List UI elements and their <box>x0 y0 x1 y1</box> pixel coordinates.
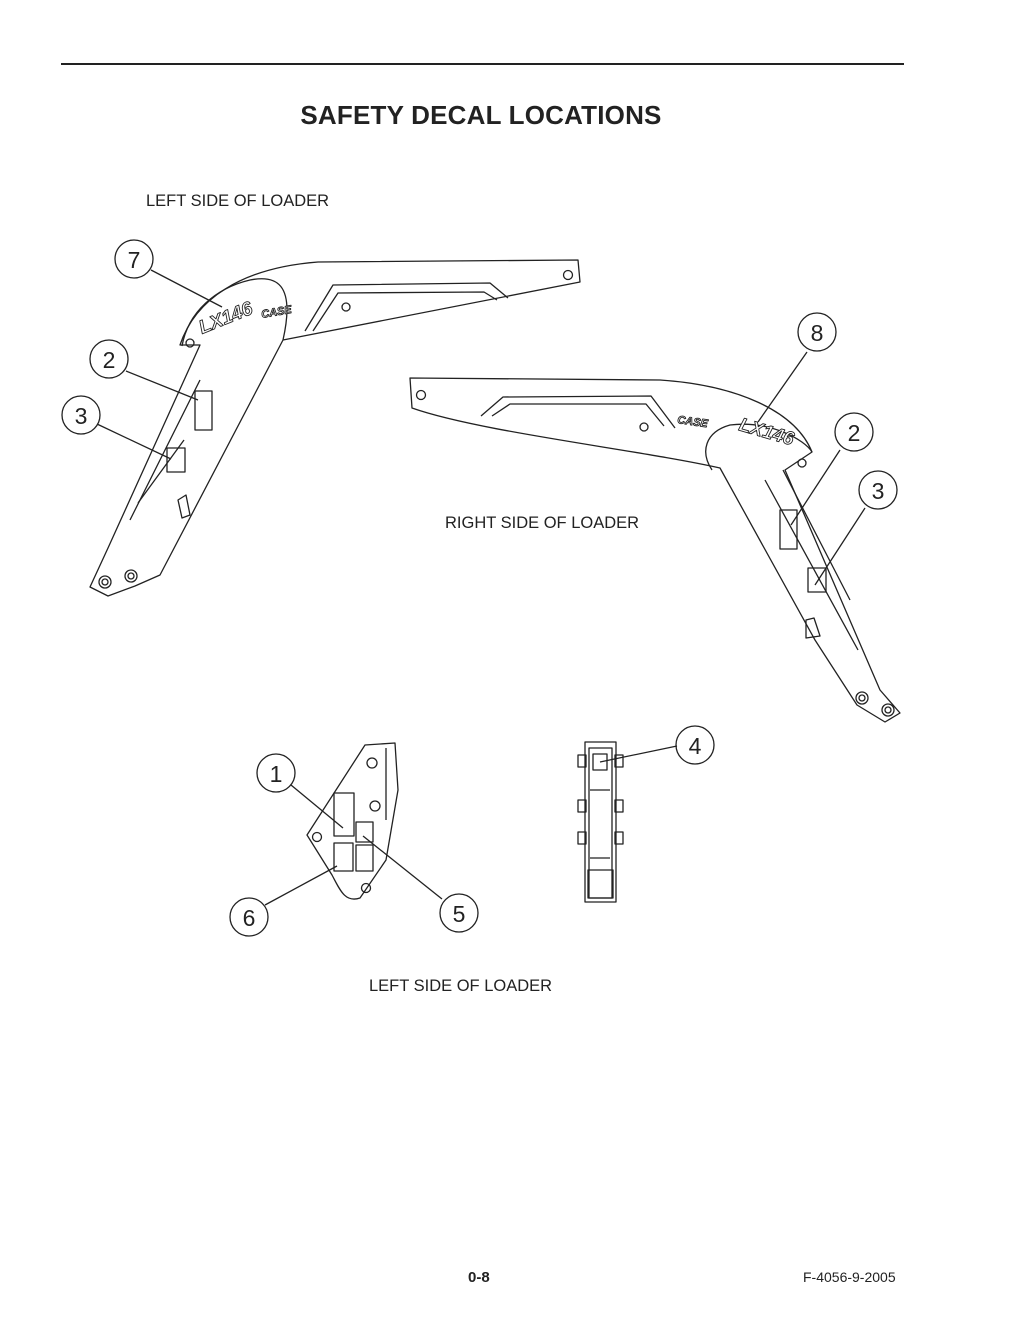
decal-2-right <box>779 509 798 550</box>
callout-6-circle <box>229 897 269 937</box>
case-ih-logo-left: CASE <box>260 304 293 321</box>
callout-1-circle <box>256 753 296 793</box>
page-title: SAFETY DECAL LOCATIONS <box>300 100 662 130</box>
callout-7-circle <box>114 239 154 279</box>
callout-circles <box>61 239 898 937</box>
caption-right-side: RIGHT SIDE OF LOADER <box>445 514 640 532</box>
caption-left-side-top: LEFT SIDE OF LOADER <box>146 192 330 210</box>
callout-4-circle <box>675 725 715 765</box>
callout-3-right-circle <box>858 470 898 510</box>
decal-6 <box>333 842 354 872</box>
callout-7: 7 <box>128 247 141 273</box>
callout-8: 8 <box>811 320 824 346</box>
callout-6: 6 <box>243 905 256 931</box>
callout-2-right: 2 <box>848 420 861 446</box>
decal-5-lower <box>355 844 374 872</box>
decal-2-left <box>194 390 213 431</box>
callout-5: 5 <box>453 901 466 927</box>
decal-3-right <box>807 567 827 593</box>
callout-5-circle <box>439 893 479 933</box>
crossmember-drawing <box>577 741 624 903</box>
leader-lines <box>96 269 866 906</box>
document-code: F-4056-9-2005 <box>803 1269 896 1285</box>
decal-4 <box>592 753 608 771</box>
callout-8-circle <box>797 312 837 352</box>
callout-2-right-circle <box>834 412 874 452</box>
mounting-bracket-drawing <box>306 742 399 900</box>
caption-left-side-bottom: LEFT SIDE OF LOADER <box>369 977 553 995</box>
callout-3-right: 3 <box>872 478 885 504</box>
left-loader-arm-drawing: LX146 CASE <box>89 259 581 597</box>
decal-3-left <box>166 447 186 473</box>
callout-4: 4 <box>689 733 702 759</box>
header-rule <box>61 63 904 65</box>
callout-2-left: 2 <box>103 347 116 373</box>
decal-1 <box>333 792 355 837</box>
callout-1: 1 <box>270 761 283 787</box>
callout-2-left-circle <box>89 339 129 379</box>
decal-5-upper <box>355 821 374 843</box>
page-number: 0-8 <box>468 1269 490 1286</box>
callout-3-left: 3 <box>75 403 88 429</box>
case-ih-logo-right: CASE <box>677 414 710 430</box>
right-loader-arm-drawing: LX146 CASE <box>409 377 901 723</box>
callout-3-left-circle <box>61 395 101 435</box>
callout-numbers: 7 2 3 8 2 3 1 6 5 4 <box>75 247 885 931</box>
